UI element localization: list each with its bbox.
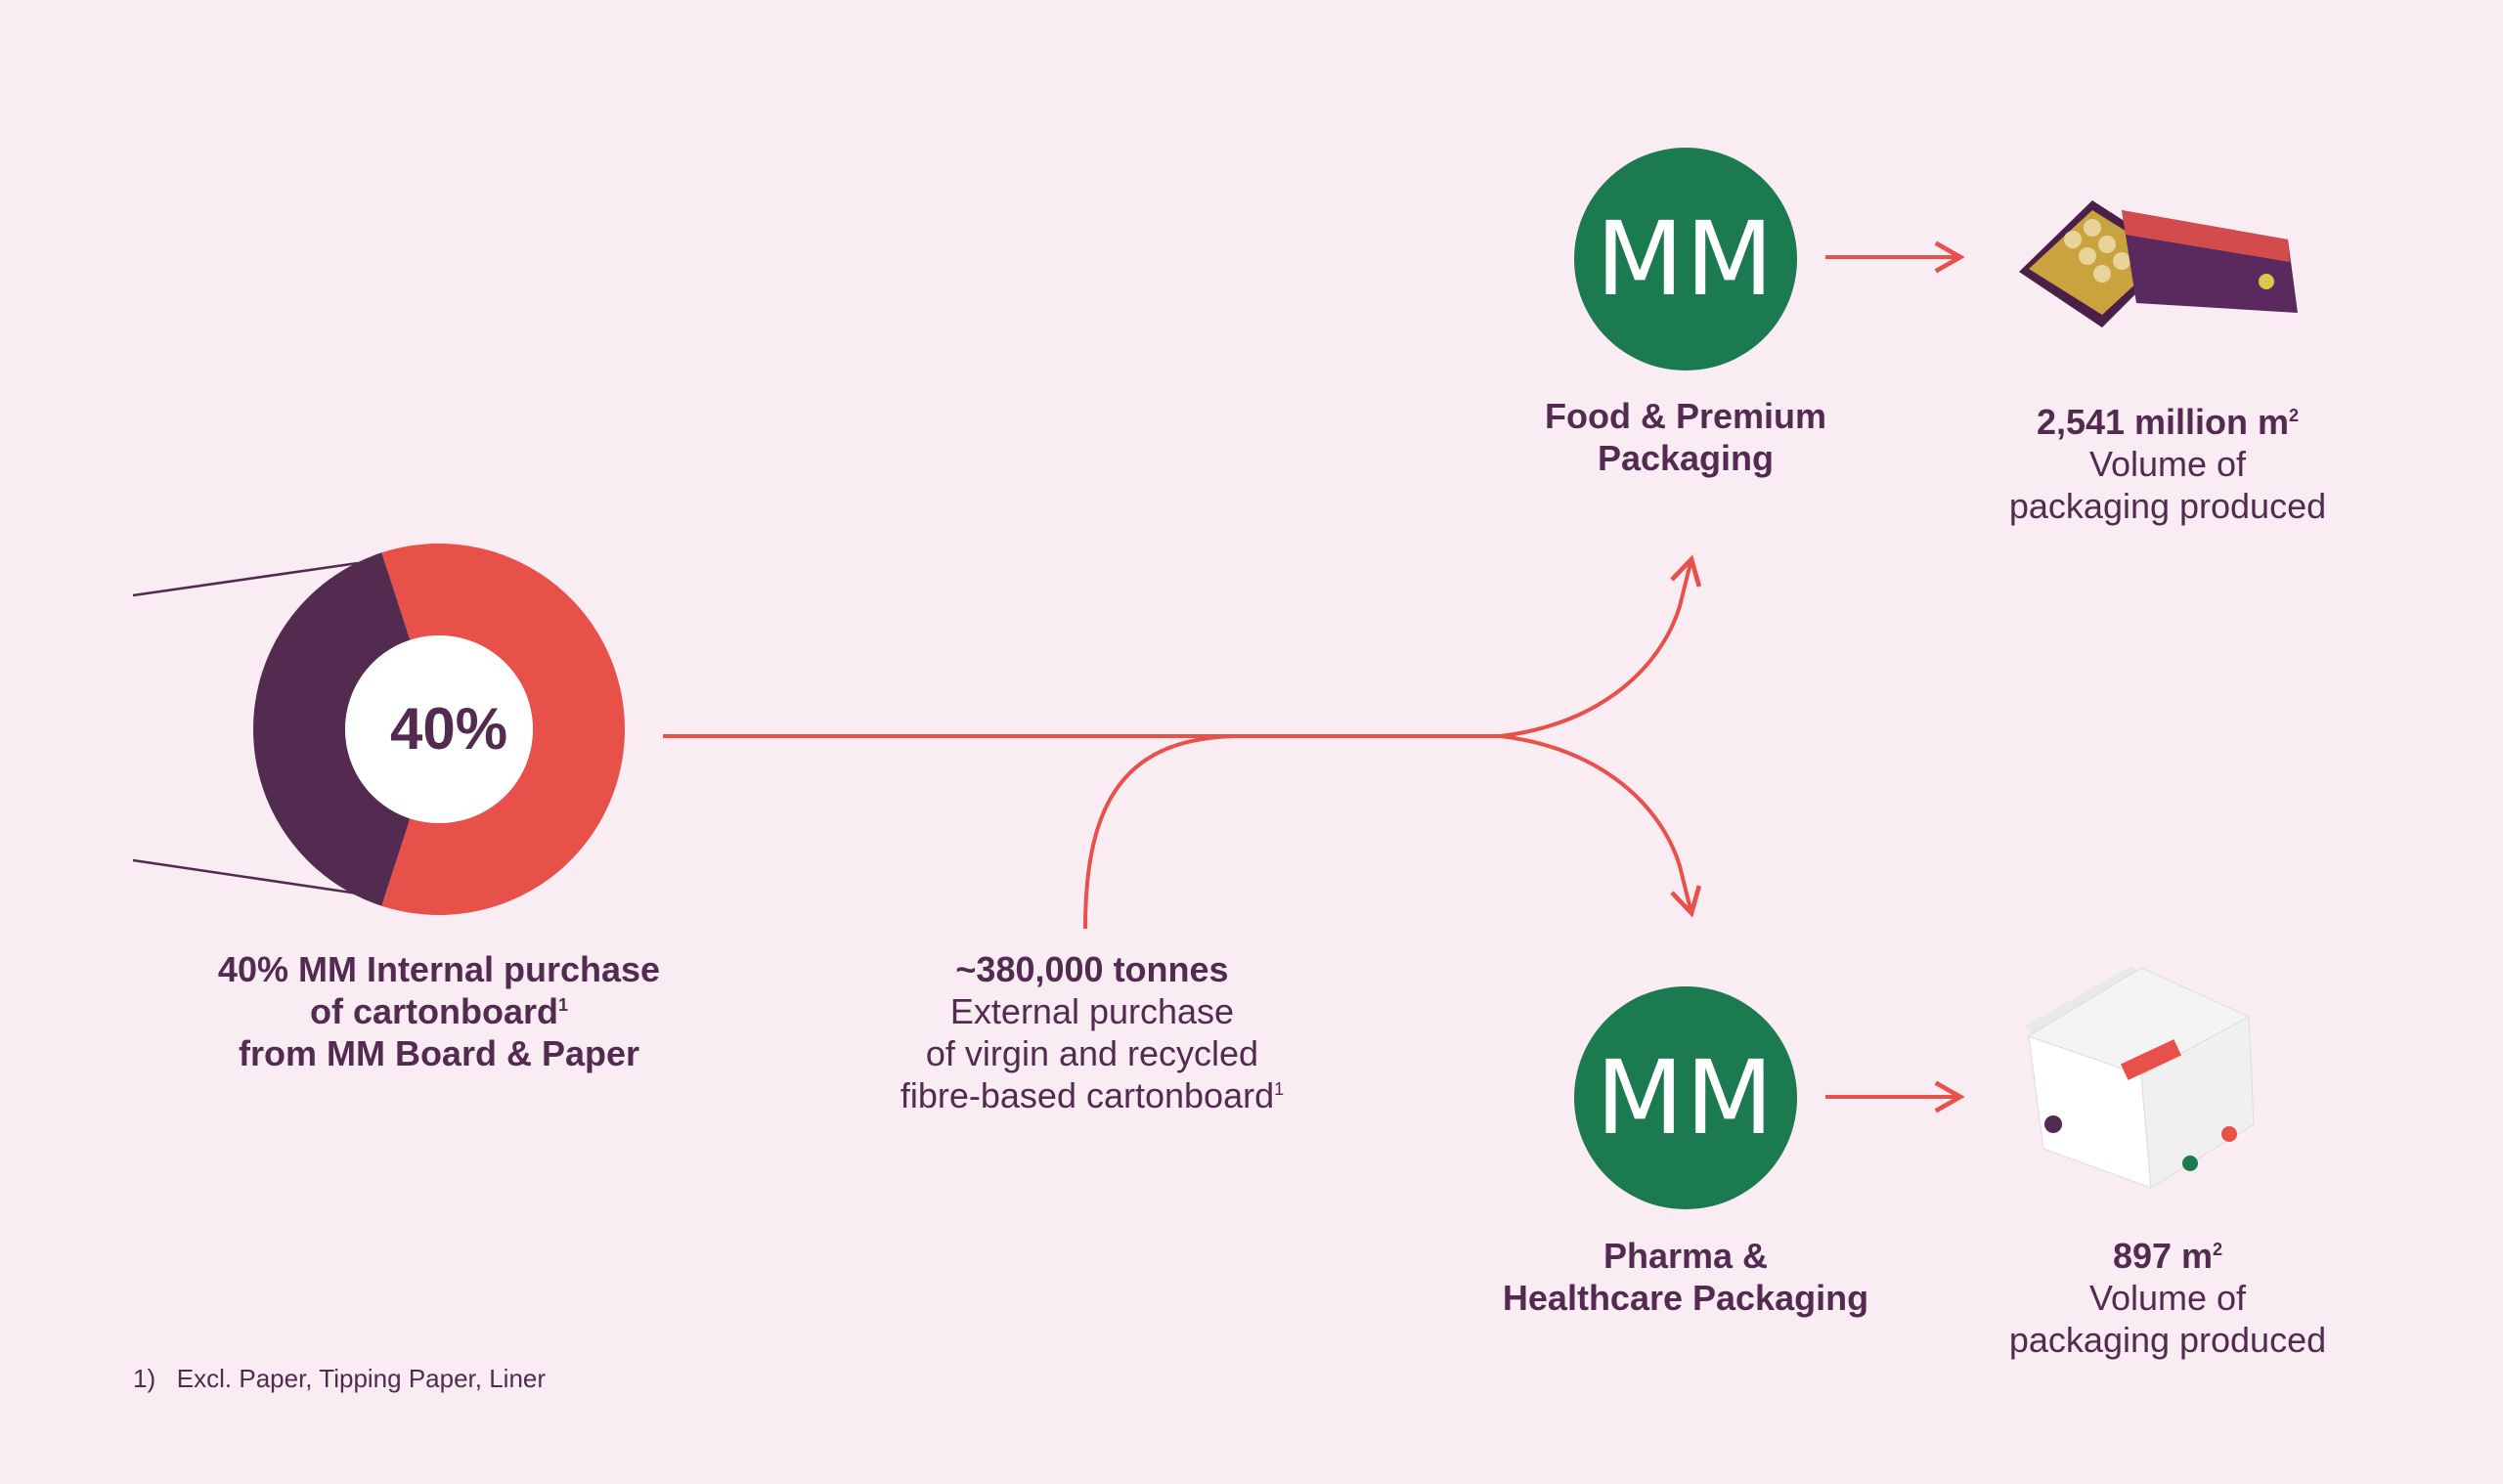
internal-purchase-caption: 40% MM Internal purchase of cartonboard1…: [146, 948, 732, 1074]
external-flow-curve: [1083, 734, 1243, 930]
footnote-marker: 1): [133, 1364, 156, 1393]
volume-value: 2,541 million m: [2036, 402, 2290, 442]
external-line: fibre-based cartonboard1: [799, 1074, 1385, 1116]
footnote: 1) Excl. Paper, Tipping Paper, Liner: [133, 1364, 546, 1394]
volume-pharma: 897 m2 Volume of packaging produced: [1923, 1235, 2412, 1361]
external-line: of virgin and recycled: [925, 1033, 1259, 1073]
volume-desc: Volume of: [2088, 1278, 2247, 1318]
unit-superscript: 2: [2289, 406, 2300, 425]
mm-logo-food: MM: [1574, 148, 1797, 371]
pharma-box-image: [2024, 966, 2255, 1189]
donut-connector-top: [132, 561, 359, 597]
external-purchase-caption: ~380,000 tonnes External purchase of vir…: [799, 948, 1385, 1116]
external-text: fibre-based cartonboard: [900, 1075, 1275, 1115]
donut-hole: [345, 635, 533, 823]
footnote-ref: 1: [558, 995, 569, 1015]
donut-segment-internal: [252, 552, 411, 906]
unit-superscript: 2: [2213, 1240, 2223, 1259]
footnote-text: Excl. Paper, Tipping Paper, Liner: [176, 1364, 547, 1393]
volume-desc: packaging produced: [2008, 486, 2327, 526]
volume-desc: Volume of: [2088, 444, 2247, 484]
donut-center-label: 40%: [390, 696, 508, 762]
volume-food: 2,541 million m2 Volume of packaging pro…: [1923, 401, 2412, 527]
external-line: External purchase: [949, 991, 1235, 1031]
division-name-line: Food & Premium: [1544, 396, 1827, 436]
mm-logo-pharma: MM: [1574, 986, 1797, 1209]
footnote-ref: 1: [1274, 1079, 1285, 1099]
caption-line: 40% MM Internal purchase: [217, 949, 661, 989]
donut-chart: [252, 544, 625, 915]
volume-value: 897 m: [2112, 1236, 2214, 1276]
confectionery-box-image: [2019, 200, 2298, 327]
caption-line: from MM Board & Paper: [238, 1033, 640, 1073]
division-name-pharma: Pharma & Healthcare Packaging: [1441, 1235, 1930, 1319]
external-headline: ~380,000 tonnes: [955, 949, 1229, 989]
caption-text: of cartonboard: [309, 991, 558, 1031]
caption-line: of cartonboard1: [146, 990, 732, 1032]
donut-segment-external: [381, 544, 625, 915]
division-name-line: Pharma &: [1603, 1236, 1769, 1276]
flow-arrow-down: [1500, 734, 1702, 918]
volume-desc: packaging produced: [2008, 1320, 2327, 1360]
flow-arrow-up: [1500, 554, 1702, 738]
division-name-line: Packaging: [1597, 438, 1775, 478]
donut-connector-bottom: [132, 858, 359, 895]
division-name-line: Healthcare Packaging: [1502, 1278, 1869, 1318]
division-name-food: Food & Premium Packaging: [1441, 395, 1930, 479]
